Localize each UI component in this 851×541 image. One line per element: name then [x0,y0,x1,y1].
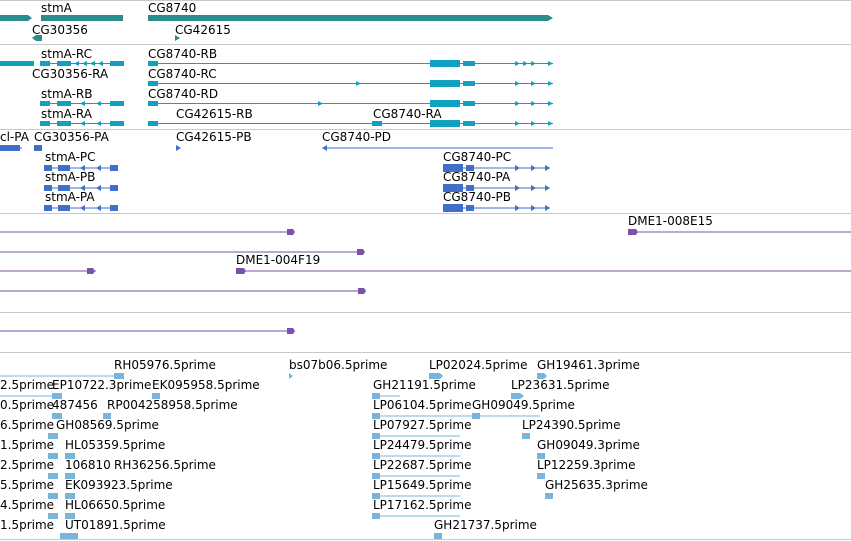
read-label: EP10722.3prime [52,378,152,392]
gene-feature-CG42615[interactable] [175,35,180,41]
read-label: RP004258958.5prime [107,398,238,412]
read-label: GH09049.3prime [537,438,640,452]
track-separator-mrna-cds [0,129,851,130]
read-label: GH08569.5prime [56,418,159,432]
cds-label: CG8740-PC [443,150,512,164]
read-label: 487456 [52,398,98,412]
mrna-label: CG42615-RB [176,107,253,121]
read-label: 1.5prime [0,518,55,532]
cds-feature-row2[interactable] [44,164,550,172]
track-separator-top [0,0,851,1]
read-label: LP23631.5prime [511,378,610,392]
mrna-label: CG8740-RA [373,107,442,121]
mrna-feature-row3[interactable] [40,100,553,107]
read-label: 2.5prime [0,378,55,392]
cds-label: CG8740-PD [322,130,392,144]
read-label: LP02024.5prime [429,358,528,372]
read-label: HL05359.5prime [65,438,166,452]
cds-label: stmA-PB [45,170,96,184]
mrna-label: CG8740-RB [148,47,218,61]
gene-label: stmA [41,1,72,15]
cds-feature-row1[interactable] [0,145,553,151]
read-label: LP22687.5prime [373,458,472,472]
gene-label: CG30356 [32,23,88,37]
cds-label: CG30356-PA [34,130,109,144]
track-separator-cds-est [0,213,851,214]
read-label: EK093923.5prime [65,478,173,492]
track-separator-est-reads [0,352,851,353]
mrna-label: CG8740-RC [148,67,217,81]
mrna-label: stmA-RC [41,47,93,61]
cds-feature-row4[interactable] [44,204,550,212]
gene-label: CG8740 [148,1,197,15]
mrna-label: CG8740-RD [148,87,219,101]
read-label: GH21191.5prime [373,378,476,392]
track-separator-bottom [0,539,851,540]
cds-label: CG8740-PB [443,190,512,204]
mrna-label: stmA-RB [41,87,93,101]
cds-feature-row3[interactable] [44,184,550,192]
read-label: UT01891.5prime [65,518,166,532]
gene-feature-CG8740[interactable] [148,15,553,21]
read-label: LP24479.5prime [373,438,472,452]
mrna-feature-row2[interactable] [148,80,553,87]
gene-feature-CG30356[interactable] [32,35,42,41]
read-label: GH09049.5prime [472,398,575,412]
read-label: bs07b06.5prime [289,358,388,372]
read-label: LP24390.5prime [522,418,621,432]
read-label: HL06650.5prime [65,498,166,512]
read-label: LP15649.5prime [373,478,472,492]
read-label: 5.5prime [0,478,55,492]
mrna-label: CG30356-RA [32,67,109,81]
read-label: GH25635.3prime [545,478,648,492]
track-separator-est-rows [0,312,851,313]
est-label: DME1-004F19 [236,253,321,267]
read-label: RH05976.5prime [114,358,216,372]
read-label: LP06104.5prime [373,398,472,412]
mrna-label: stmA-RA [41,107,92,121]
cds-label: CG42615-PB [176,130,252,144]
est-feature-lines[interactable] [0,229,851,334]
cds-label: CG8740-PA [443,170,511,184]
read-label: RH36256.5prime [114,458,216,472]
read-label: GH19461.3prime [537,358,640,372]
cds-label: stmA-PA [45,190,95,204]
track-separator-gene-mrna [0,44,851,45]
read-label: LP17162.5prime [373,498,472,512]
read-label: 1.5prime [0,438,55,452]
read-label: LP12259.3prime [537,458,636,472]
est-label: DME1-008E15 [628,214,713,228]
read-label: 106810 [65,458,111,472]
read-label: EK095958.5prime [152,378,260,392]
cds-label: cl-PA [0,130,29,144]
read-label: 2.5prime [0,458,55,472]
read-label: 4.5prime [0,498,55,512]
read-label: LP07927.5prime [373,418,472,432]
read-label: 0.5prime [0,398,55,412]
mrna-feature-row4[interactable] [40,120,553,127]
gene-feature-stmA[interactable] [0,15,123,21]
gene-label: CG42615 [175,23,231,37]
read-feature-glyphs[interactable] [0,373,553,539]
read-label: GH21737.5prime [434,518,537,532]
cds-label: stmA-PC [45,150,96,164]
read-label: 6.5prime [0,418,55,432]
mrna-feature-row1[interactable] [0,60,553,67]
